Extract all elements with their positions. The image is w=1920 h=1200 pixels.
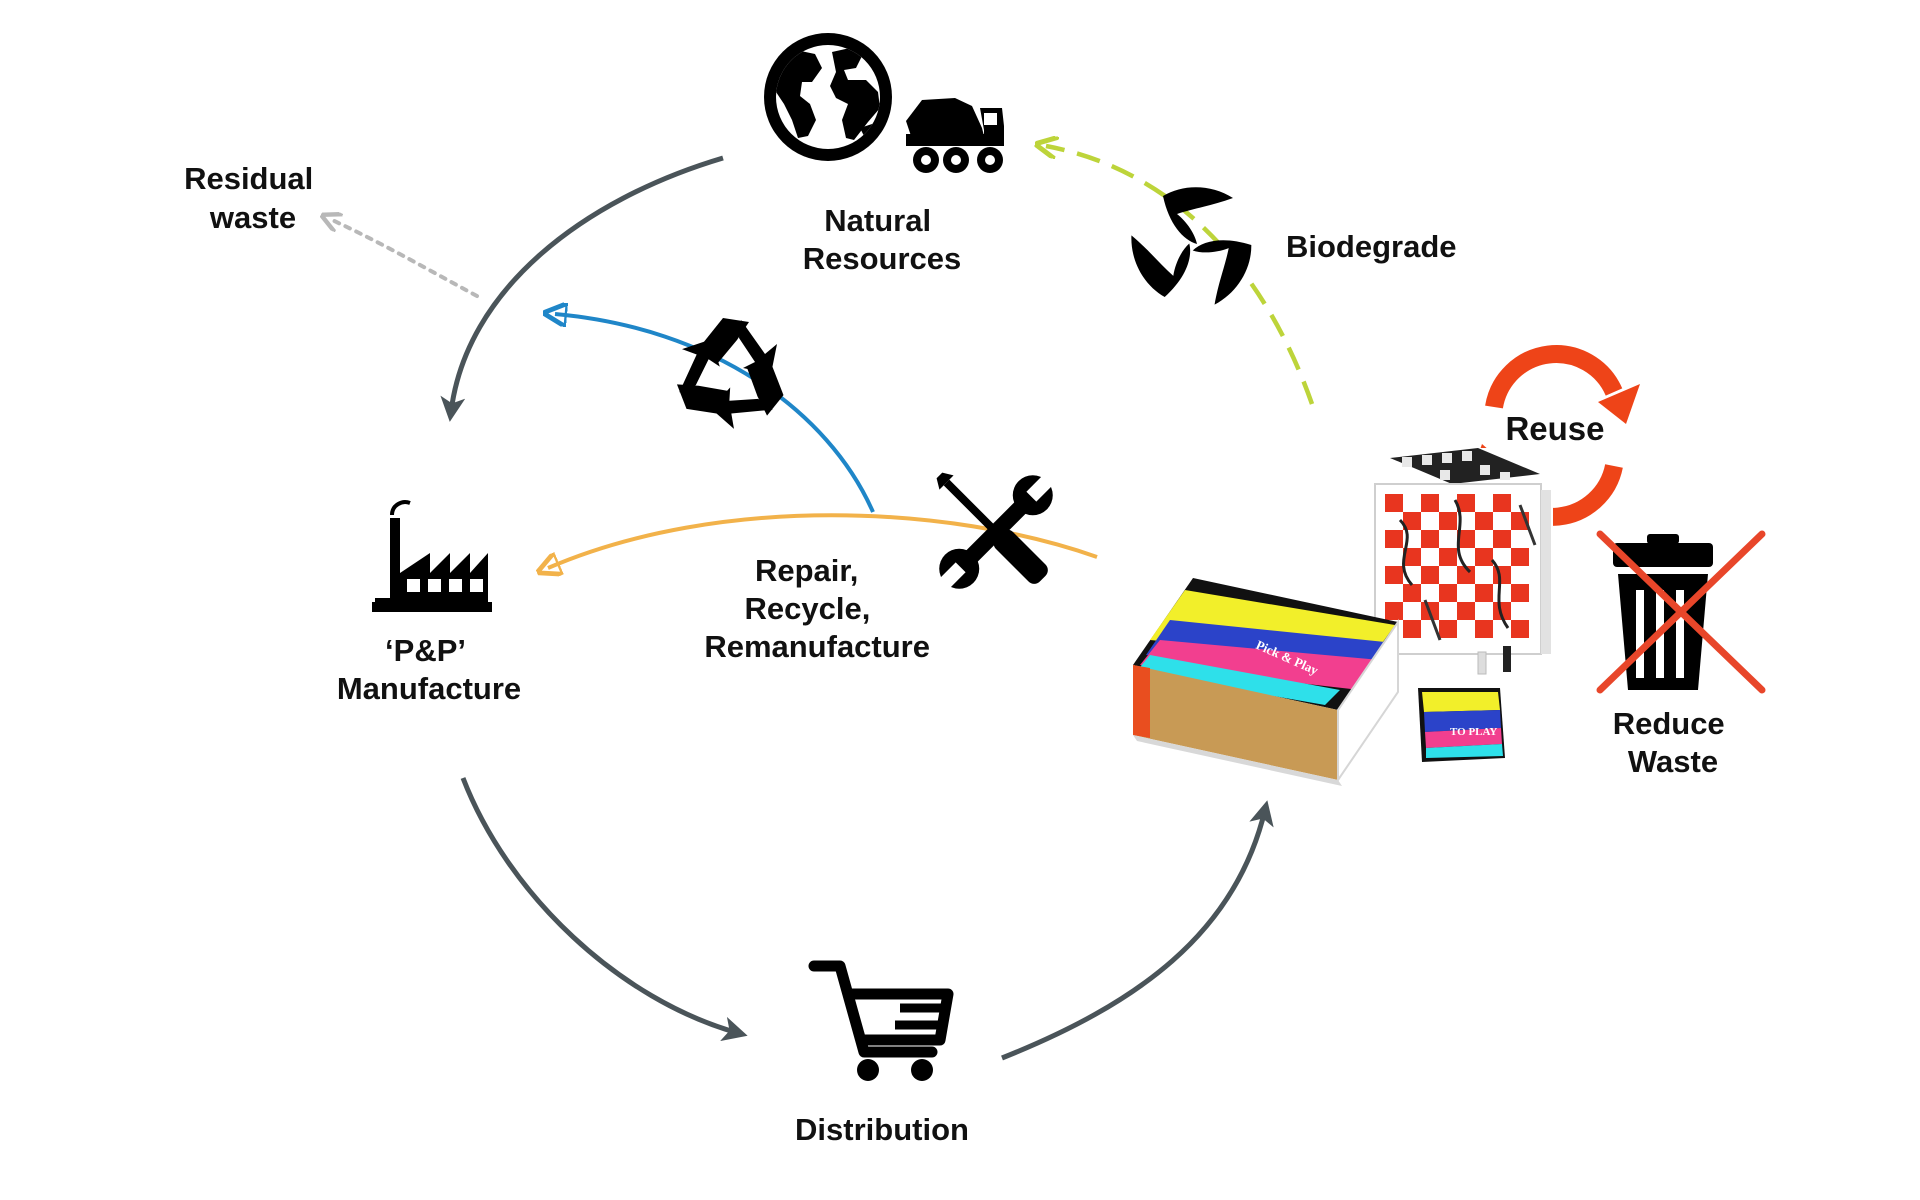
rules-card: TO PLAY — [1418, 688, 1505, 762]
product-render: Pick & Play TO PLAY — [1133, 448, 1553, 786]
arrow-repair-loop — [548, 513, 1098, 568]
leaves-icon — [1131, 187, 1252, 305]
distribution-label: Distribution — [795, 1112, 969, 1147]
recycle-icon — [676, 318, 784, 429]
repair-recycle-label: Repair, Recycle, Remanufacture — [704, 553, 930, 664]
tools-icon — [936, 472, 1055, 591]
natural-resources-label: Natural Resources — [803, 203, 962, 276]
dump-truck-icon — [906, 98, 1004, 173]
shopping-cart-icon — [808, 960, 954, 1081]
globe-icon — [764, 33, 892, 161]
factory-icon — [372, 500, 492, 612]
arrow-residual-waste — [330, 219, 479, 298]
biodegrade-label: Biodegrade — [1286, 229, 1457, 264]
game-box: Pick & Play — [1133, 578, 1399, 786]
game-board-stand — [1374, 448, 1551, 675]
arrow-biodegrade — [1046, 146, 1315, 405]
arrow-resources-to-manufacture — [440, 155, 724, 422]
residual-waste-label: Residual waste — [184, 161, 322, 235]
arrow-distribution-to-product — [1001, 800, 1274, 1061]
reuse-label: Reuse — [1505, 410, 1604, 447]
arrow-manufacture-to-distribution — [460, 777, 748, 1041]
cross-out-mark — [1596, 530, 1766, 694]
rules-card-title: TO PLAY — [1450, 726, 1497, 738]
reduce-waste-label: Reduce Waste — [1613, 706, 1734, 779]
manufacture-label: ‘P&P’ Manufacture — [337, 633, 521, 706]
